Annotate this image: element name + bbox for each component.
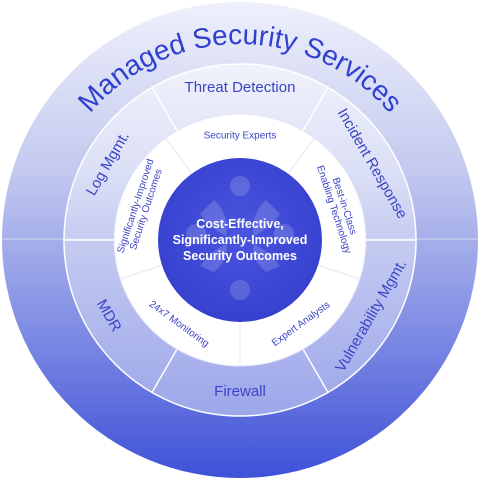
inner-divider [165, 137, 193, 174]
outer-ring-dividers [64, 87, 416, 393]
people-circle-icon [186, 176, 294, 300]
outer-divider [302, 348, 329, 393]
inner-ring-segment: Security Experts [204, 131, 277, 142]
center-disc [158, 158, 322, 322]
outer-divider [151, 348, 178, 393]
outer-ring-label: Firewall [214, 383, 266, 400]
center-text-line: Significantly-Improved [173, 233, 308, 247]
center-text-line: Security Outcomes [183, 249, 297, 263]
outer-divider [302, 87, 329, 132]
center-text-line: Cost-Effective, [196, 217, 284, 231]
inner-ring-label: Security Experts [204, 131, 277, 142]
inner-divider [120, 264, 163, 280]
inner-divider [287, 137, 315, 174]
outer-divider [151, 87, 178, 132]
outer-ring-label: Threat Detection [185, 79, 296, 96]
inner-divider [317, 264, 360, 280]
inner-ring-dividers [120, 137, 360, 366]
